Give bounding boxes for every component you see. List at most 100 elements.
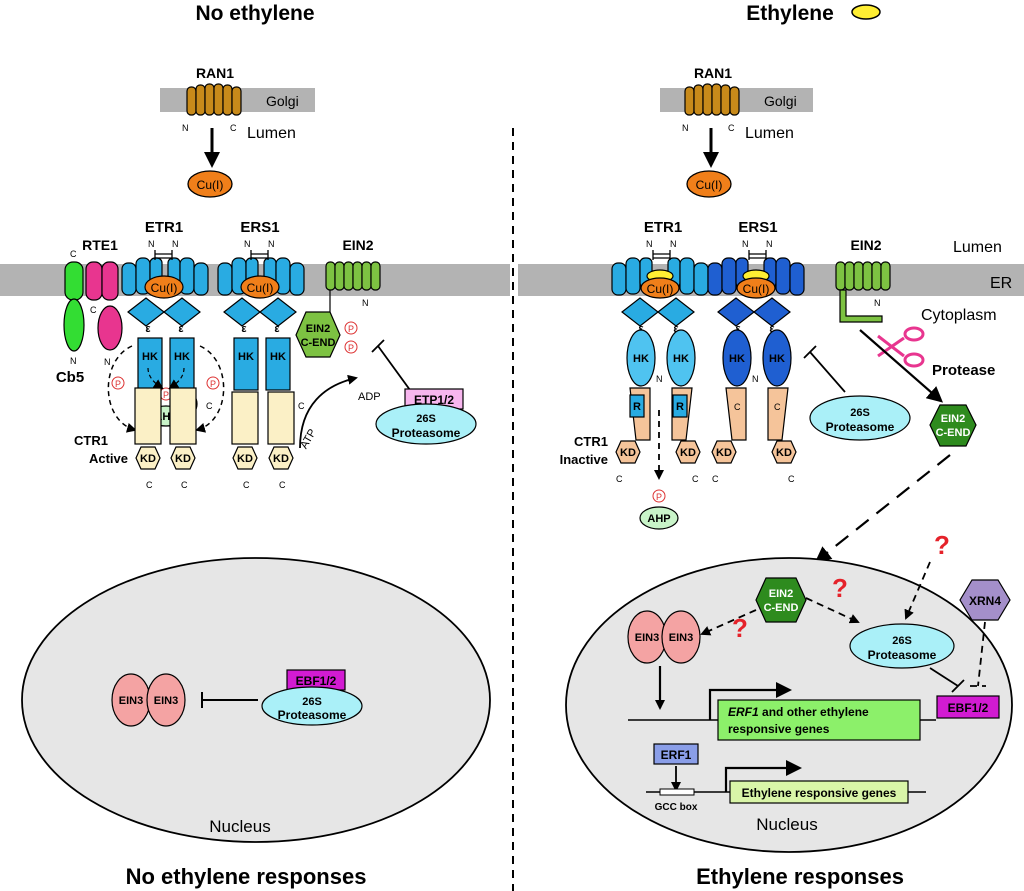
ers1-disulfide-left <box>250 250 269 260</box>
ran1-label-left: RAN1 <box>196 65 234 81</box>
proteasome-ebf-left-label-1: 26S <box>302 696 322 708</box>
proteasome-right-nucleus-label-2: Proteasome <box>868 648 937 662</box>
proteasome-right-cyto <box>809 395 911 441</box>
proteasome-ebf-left-label-2: Proteasome <box>278 708 347 722</box>
ctr1-active-label: Active <box>89 451 128 466</box>
ctr1-c-l3: C <box>243 480 250 490</box>
phospho-ahp-right <box>652 489 666 503</box>
ahp-right <box>639 506 679 530</box>
ctr1-kd-label-r1: KD <box>620 447 636 459</box>
ers1-hk-right-a <box>722 329 752 387</box>
erf1-box <box>653 743 699 765</box>
ahp-label-right: AHP <box>647 513 670 525</box>
copper-label-left: Cu(I) <box>197 178 224 192</box>
ers1-hk-label-left-a: HK <box>238 351 254 363</box>
ers1-hk-left-b <box>265 337 291 391</box>
proteasome-right-cyto-label-1: 26S <box>850 407 870 419</box>
phospho-ein2-1-label: P <box>348 324 354 334</box>
ers1-hk-label-right-a: HK <box>729 353 745 365</box>
ein3-label-right-a: EIN3 <box>635 632 659 644</box>
etr1-hk-left-a <box>137 337 163 391</box>
ctr1-kd-label-r4: KD <box>776 447 792 459</box>
ers1-n-right: N <box>752 374 759 384</box>
ers1-n2-right: N <box>766 239 773 249</box>
left-panel-title: No ethylene <box>195 2 314 25</box>
ers1-gaf-right-a <box>717 297 755 327</box>
ctr1-kd-label-l2: KD <box>175 453 191 465</box>
gene-erf1-rest: and other ethylene <box>759 705 869 719</box>
ran1-transporter-left <box>186 83 242 116</box>
ctr1-active-etr1 <box>134 387 197 470</box>
question-mark-1: ? <box>732 613 748 643</box>
ein3-label-left-b: EIN3 <box>154 695 178 707</box>
nucleus-label-right: Nucleus <box>756 815 817 834</box>
proteasome-right-nucleus <box>849 623 955 669</box>
protease-label: Protease <box>932 362 995 379</box>
proteasome-inhibits-ctr1 <box>803 345 846 393</box>
ctr1-label-right: CTR1 <box>574 434 608 449</box>
phosphorelay-arc-mid-a <box>147 367 164 390</box>
proteasome-right-nucleus-label-1: 26S <box>892 635 912 647</box>
xrn4-inhibits-ebf <box>970 621 986 687</box>
xrn4-label: XRN4 <box>969 594 1001 608</box>
etp-inhibition <box>371 339 411 391</box>
gene-ethylene-responsive-label: Ethylene responsive genes <box>742 786 897 800</box>
ein2-label-left: EIN2 <box>342 237 373 253</box>
ctr1-active-ers1 <box>231 391 295 470</box>
etr1-linker-left-a: ε <box>145 323 151 335</box>
ran1-label-right: RAN1 <box>694 65 732 81</box>
gcc-box-element <box>659 788 695 796</box>
ctr1-kd-label-l4: KD <box>273 453 289 465</box>
ein2-cleavage-arrow <box>859 329 944 403</box>
etr1-linker-right-a: ε <box>638 323 644 335</box>
ctr1-c-r3: C <box>734 402 741 412</box>
ctr1-kd-label-l1: KD <box>140 453 156 465</box>
ein2-transmembrane-left <box>325 261 381 291</box>
phospho-ein2-2 <box>344 340 358 354</box>
phospho-ahp-left-label: P <box>163 390 169 400</box>
ein2-cend-left <box>295 311 341 358</box>
ein3-dimer-left-b <box>146 673 186 727</box>
phospho-left-1-label: P <box>115 379 121 389</box>
phospho-left-1 <box>111 376 125 390</box>
rte1-n: N <box>104 357 111 367</box>
cb5-c: C <box>70 249 77 259</box>
ein2-cend-label-left-1: EIN2 <box>306 323 330 335</box>
ein2-n-left: N <box>362 298 369 308</box>
ein3-label-right-b: EIN3 <box>669 632 693 644</box>
etr1-n2-right: N <box>670 239 677 249</box>
question-mark-3: ? <box>934 530 950 560</box>
etr1-n-right: N <box>656 374 663 384</box>
ebf12-label-left: EBF1/2 <box>296 674 337 688</box>
ein2-cend-nucleus-label-1: EIN2 <box>769 588 793 600</box>
ers1-copper-right <box>736 277 776 299</box>
etr1-n2-left: N <box>172 239 179 249</box>
ein2-to-ein3-arrow <box>700 609 757 636</box>
nucleus-label-left: Nucleus <box>209 817 270 836</box>
right-panel-title: Ethylene <box>746 2 834 25</box>
ctr1-c-r5: C <box>712 474 719 484</box>
ein2-to-proteasome-arrow <box>805 597 860 624</box>
phospho-ein2-1 <box>344 321 358 335</box>
ran1-transporter-right <box>684 83 740 116</box>
ein3-dimer-right-b <box>661 610 701 664</box>
etr1-linker-right-b: ε <box>673 323 679 335</box>
ein2-cend-right-cyto <box>929 404 977 447</box>
cb5-label: Cb5 <box>56 369 84 386</box>
ctr1-kd-label-l3: KD <box>237 453 253 465</box>
ein2-cend-right-cyto-label-2: C-END <box>936 427 971 439</box>
ein2-nuclear-translocation <box>814 454 951 563</box>
etr1-transmembrane-left <box>121 257 209 296</box>
ein2-label-right: EIN2 <box>850 237 881 253</box>
receiver-label-right-a: R <box>633 401 641 413</box>
phospho-left-2-label: P <box>210 379 216 389</box>
etr1-hk-left-b <box>169 337 195 391</box>
etr1-gaf-right-b <box>657 297 695 327</box>
ctr1-kd-label-r3: KD <box>716 447 732 459</box>
ctr1-c-r2: C <box>692 474 699 484</box>
ers1-gaf-left-b <box>259 297 297 327</box>
gcc-box-label: GCC box <box>655 802 698 813</box>
copper-ion-right <box>686 170 732 198</box>
ein2-cend-right-cyto-label-1: EIN2 <box>941 413 965 425</box>
